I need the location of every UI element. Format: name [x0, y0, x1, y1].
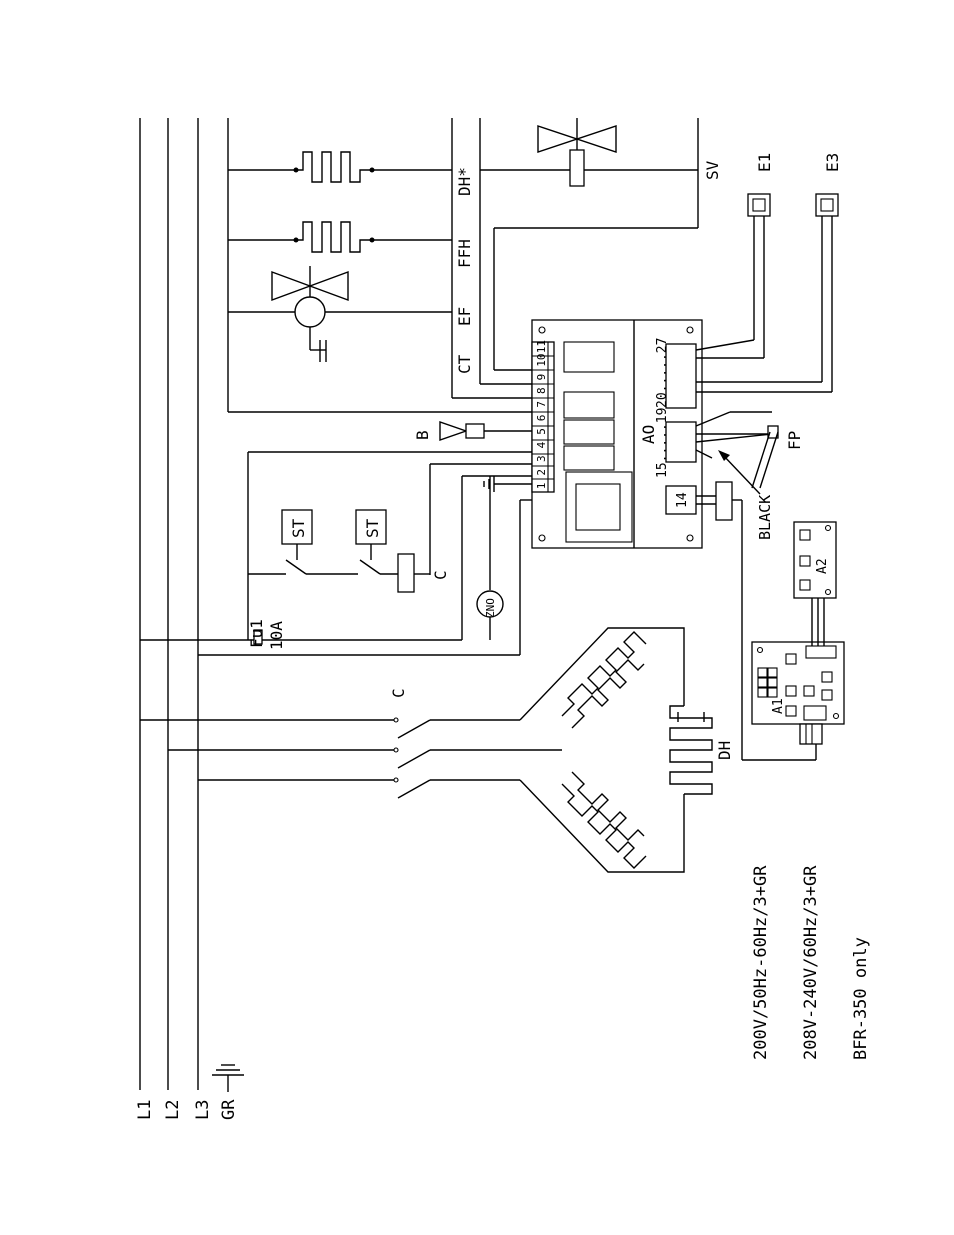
note-voltage-208: 208V-240V/60Hz/3+GR — [801, 865, 821, 1060]
label-conn-14: 14 — [675, 492, 690, 508]
label-l3: L3 — [193, 1100, 213, 1120]
label-range-b: 20.....27 — [655, 338, 670, 408]
label-buzzer: B — [413, 430, 432, 440]
terminal-label: 4 — [535, 441, 548, 448]
terminal-label: 2 — [535, 469, 548, 476]
buzzer — [440, 422, 532, 440]
e1-sensor — [696, 194, 770, 358]
sv-solenoid-valve — [480, 118, 698, 186]
label-fuse-rating: 10A — [267, 621, 286, 650]
label-zno: ZNO — [484, 598, 497, 618]
ground-symbol — [212, 1065, 244, 1092]
bus-lines — [140, 118, 698, 1090]
terminal-label: 1 — [535, 483, 548, 490]
label-l1: L1 — [135, 1100, 155, 1120]
label-gr: GR — [219, 1099, 239, 1120]
label-dh-star: DH* — [455, 167, 474, 196]
label-st2: ST — [363, 518, 382, 538]
terminal-label: 11 — [535, 340, 548, 353]
board-a2 — [794, 522, 836, 646]
label-ef: EF — [455, 307, 474, 326]
label-l2: L2 — [163, 1100, 183, 1120]
delta-heater — [520, 628, 712, 872]
label-e1: E1 — [755, 153, 774, 172]
note-voltage-200: 200V/50Hz-60Hz/3+GR — [751, 865, 771, 1060]
terminal-ground — [484, 476, 532, 492]
label-ct: CT — [455, 354, 474, 374]
fuse-and-varistor — [140, 476, 520, 655]
terminal-label: 6 — [535, 415, 548, 422]
label-range-a: 15.....19 — [655, 408, 670, 478]
control-board — [532, 320, 702, 548]
label-fuse-name: Fu1 — [247, 619, 266, 648]
contactor-c — [140, 718, 538, 798]
label-a1: A1 — [771, 698, 786, 714]
terminal-label: 7 — [535, 401, 548, 408]
label-st1: ST — [289, 518, 308, 538]
e3-sensor — [696, 194, 838, 392]
ffh-heater — [228, 222, 452, 252]
label-black: BLACK — [756, 495, 774, 540]
terminal-label: 5 — [535, 428, 548, 435]
ef-fan-motor — [228, 266, 452, 362]
label-sv: SV — [703, 160, 722, 180]
fp-probe — [696, 412, 778, 488]
label-fp: FP — [785, 431, 804, 450]
terminal-label: 8 — [535, 387, 548, 394]
label-a2: A2 — [815, 558, 830, 574]
note-bfr350: BFR-350 only — [851, 937, 871, 1060]
label-contactor-c: C — [389, 688, 408, 698]
label-coil-c: C — [431, 570, 450, 580]
terminal-label: 9 — [535, 374, 548, 381]
label-heater-dh: DH — [715, 741, 734, 760]
label-ffh: FFH — [455, 239, 474, 268]
board-a1 — [752, 642, 844, 744]
label-e3: E3 — [823, 153, 842, 172]
terminal-label: 3 — [535, 455, 548, 462]
dh-star-heater — [228, 152, 452, 182]
terminal-label: 10 — [535, 354, 548, 367]
